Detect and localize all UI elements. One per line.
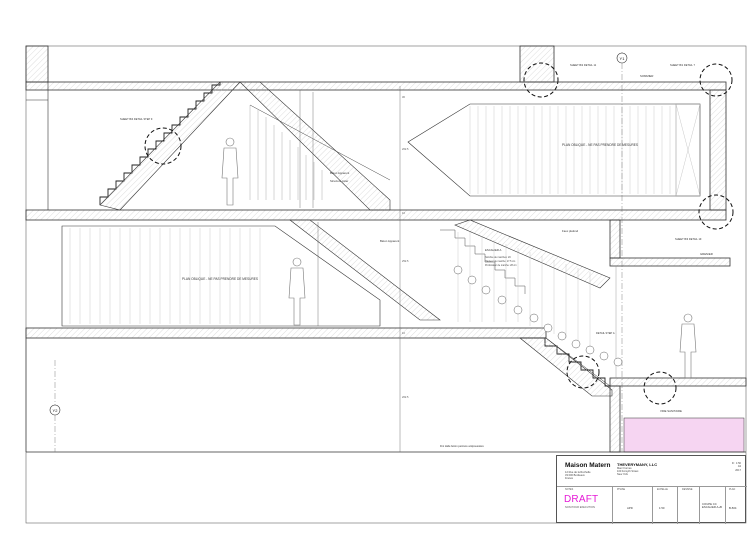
svg-text:262.5: 262.5: [402, 395, 409, 399]
svg-text:30: 30: [402, 95, 405, 99]
grenier-slab: [609, 257, 731, 267]
human-figure-upper: [221, 137, 239, 206]
sheet-title: COUPE CC ESCALIER A+B: [702, 502, 722, 510]
bottom-oblique-stripes: [69, 228, 261, 324]
client-name: THEVERYMANY, LLC: [617, 462, 658, 467]
detail-callout-5: DETAIL STEP A: [596, 331, 615, 335]
upper-sloped-beam: [239, 81, 391, 211]
escalier-note-1: Nombre de marches: 20: [485, 256, 511, 259]
client-address: Marc Fornes 100 Forsyth Street New York: [617, 467, 639, 477]
left-wall-top: [25, 45, 49, 83]
axis-label-y1: Y1: [620, 56, 626, 61]
axis-label-y2: Y2: [53, 408, 59, 413]
firm-address: 12 Rue de la Rochelle 33 000 Bordeaux Fr…: [565, 471, 591, 481]
top-oblique-stripes: [469, 106, 671, 194]
svg-text:10: 10: [402, 331, 405, 335]
header-scale: ECHELLE: [657, 488, 668, 491]
label-fondation: Fini dalle béton peinture antipoussière: [440, 444, 484, 448]
sheet-number: B-504: [729, 506, 737, 510]
upper-baluster-field: [249, 105, 323, 200]
bottom-oblique-plan: [61, 225, 381, 327]
basement-floor-slab: [609, 377, 747, 387]
sanitary-void-zone: [623, 417, 745, 453]
human-figure-lower-left: [288, 257, 306, 326]
svg-text:262.5: 262.5: [402, 147, 409, 151]
scale-value: 1:50: [659, 506, 665, 510]
axis-bubble-y1: [616, 52, 628, 64]
header-notes: NOTES: [565, 488, 574, 491]
detail-callout-1: SHEET B/4 DETAIL STEP 9: [120, 117, 153, 121]
lower-slab: [25, 327, 547, 339]
detail-circles: [144, 62, 734, 405]
label-sommier: SOMMIER: [640, 74, 653, 78]
detail-callout-4: SHEET B/3 DETAIL 19: [675, 237, 702, 241]
escalier-note-2: Hauteur de marche: 17.5 cm: [485, 260, 515, 263]
draft-label: DRAFT: [564, 494, 599, 505]
upper-stair-stringer: [99, 81, 241, 211]
grenier-wall: [609, 219, 621, 259]
header-phase: PHASE: [617, 488, 626, 491]
label-structure: Structure Acier: [330, 179, 348, 183]
middle-slab: [25, 209, 727, 221]
label-beton-mid: Béton Apparent: [380, 239, 400, 243]
roof-slab: [25, 81, 727, 91]
header-drawn: DESSINE: [682, 488, 693, 491]
label-grenier: GRENIER: [700, 252, 713, 256]
label-escalier: ESCALIER A: [485, 248, 501, 252]
human-figure-lower-right: [679, 313, 697, 379]
lower-stair-stringer: [519, 337, 613, 397]
detail-callout-3: SHEET B/1 DETAIL 7: [670, 63, 695, 67]
label-vide-sanitaire: VIDE SANITAIRE: [660, 409, 682, 413]
dimension-values: 30 262.5 10 252.5 10 262.5: [402, 95, 409, 399]
label-faux-plafond: Faux plafond: [562, 229, 579, 233]
upper-wall-right: [519, 45, 555, 83]
note-plan-bottom: PLAN OBLIQUE - NE PAS PRENDRE DE MESURES: [182, 277, 258, 281]
right-wall-upper: [709, 89, 727, 211]
note-plan-top: PLAN OBLIQUE - NE PAS PRENDRE DE MESURES: [562, 143, 638, 147]
axis-bubble-y2: [49, 404, 61, 416]
title-block: Maison Matern 12 Rue de la Rochelle 33 0…: [556, 455, 747, 524]
door-elevation: [675, 103, 701, 197]
lower-stair-upper-flight: [454, 219, 611, 289]
label-beton-top: Béton Apparent: [330, 171, 350, 175]
stair-tags: [453, 265, 623, 367]
sheet-border: [25, 45, 747, 524]
escalier-note-3: Profondeur de marche: 28 cm: [485, 264, 517, 267]
draft-sublabel: NON POUR EXECUTION: [565, 506, 595, 509]
header-sheet: PLAN: [729, 488, 736, 491]
svg-text:10: 10: [402, 211, 405, 215]
middle-sloped-beam: [289, 219, 441, 321]
top-oblique-plan: [407, 103, 701, 197]
sheet-info: D : 1:50 A3 2017: [731, 462, 741, 472]
svg-text:252.5: 252.5: [402, 259, 409, 263]
firm-name: Maison Matern: [565, 462, 611, 469]
detail-callout-2: SHEET B/2 DETAIL 11: [570, 63, 597, 67]
lower-stair-steps-a: [440, 229, 526, 294]
phase-value: APD: [627, 506, 633, 510]
